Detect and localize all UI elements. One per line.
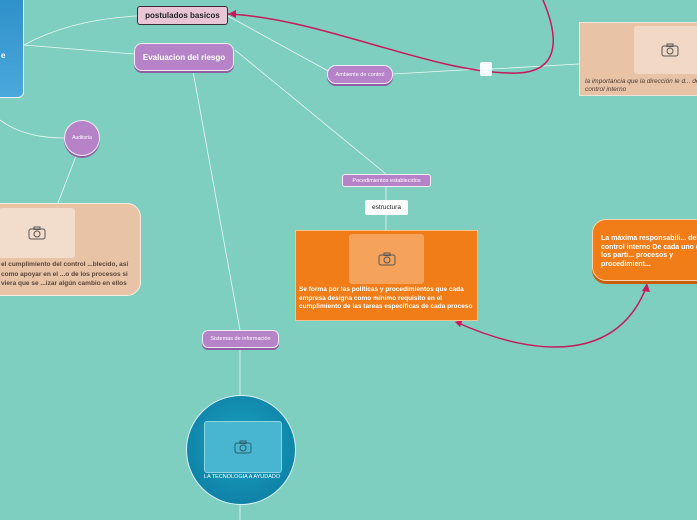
orange-card[interactable]: Se forma por las políticas y procedimien… <box>295 230 478 321</box>
connector-left-to-auditoria <box>0 119 65 139</box>
right-orange-node[interactable]: La máxima responsabili... del control in… <box>592 219 697 281</box>
evaluacion-node[interactable]: Evaluacion del riesgo <box>134 43 234 71</box>
relation-arrow-top <box>227 0 554 74</box>
right-orange-text: La máxima responsabili... del control in… <box>601 235 697 268</box>
estructura-label[interactable]: estructura <box>365 200 408 215</box>
left-card[interactable]: el cumplimiento del control ...blecido, … <box>0 203 141 296</box>
procedimientos-node[interactable]: Pocedimientos establecidos <box>342 174 431 187</box>
top-left-card-text: e <box>1 51 6 60</box>
sistemas-node[interactable]: Sistemas de información <box>202 330 279 348</box>
circle-label: LA TECNOLOGIA A AYUDADO <box>203 474 281 480</box>
top-right-card-text: la importancia que la dirección le d... … <box>585 78 697 93</box>
top-right-card[interactable]: la importancia que la dirección le d... … <box>579 22 697 96</box>
camera-icon <box>204 421 282 473</box>
postulados-node[interactable]: postulados basicos <box>137 6 228 25</box>
camera-icon <box>634 26 697 74</box>
relation-arrow-right <box>455 284 648 348</box>
connector-blue-to-evaluacion <box>23 44 135 55</box>
left-card-text: el cumplimiento del control ...blecido, … <box>1 261 129 287</box>
connector-evaluacion-to-sistemas <box>192 70 241 331</box>
arrowhead-orange-card <box>455 319 463 327</box>
arrowhead-postulados <box>228 10 236 18</box>
connector-ambiente-to-procedimientos <box>234 49 387 175</box>
connector-handle[interactable] <box>480 62 492 76</box>
orange-card-text: Se forma por las políticas y procedimien… <box>299 286 473 310</box>
tecnologia-circle-node[interactable]: LA TECNOLOGIA A AYUDADO <box>186 395 296 505</box>
connector-auditoria-to-leftcard <box>57 155 77 204</box>
camera-icon <box>349 234 424 284</box>
connector-ambiente-to-topright <box>392 63 580 75</box>
auditoria-node[interactable]: Auditoria <box>64 120 100 156</box>
connector-postulados-to-ambiente <box>227 15 331 73</box>
ambiente-node[interactable]: Ambiente de control <box>327 65 393 84</box>
camera-icon <box>0 208 75 258</box>
connector-blue-to-postulados <box>23 15 138 46</box>
top-left-topic-card[interactable]: e <box>0 0 24 98</box>
arrowhead-right-orange <box>642 283 650 292</box>
